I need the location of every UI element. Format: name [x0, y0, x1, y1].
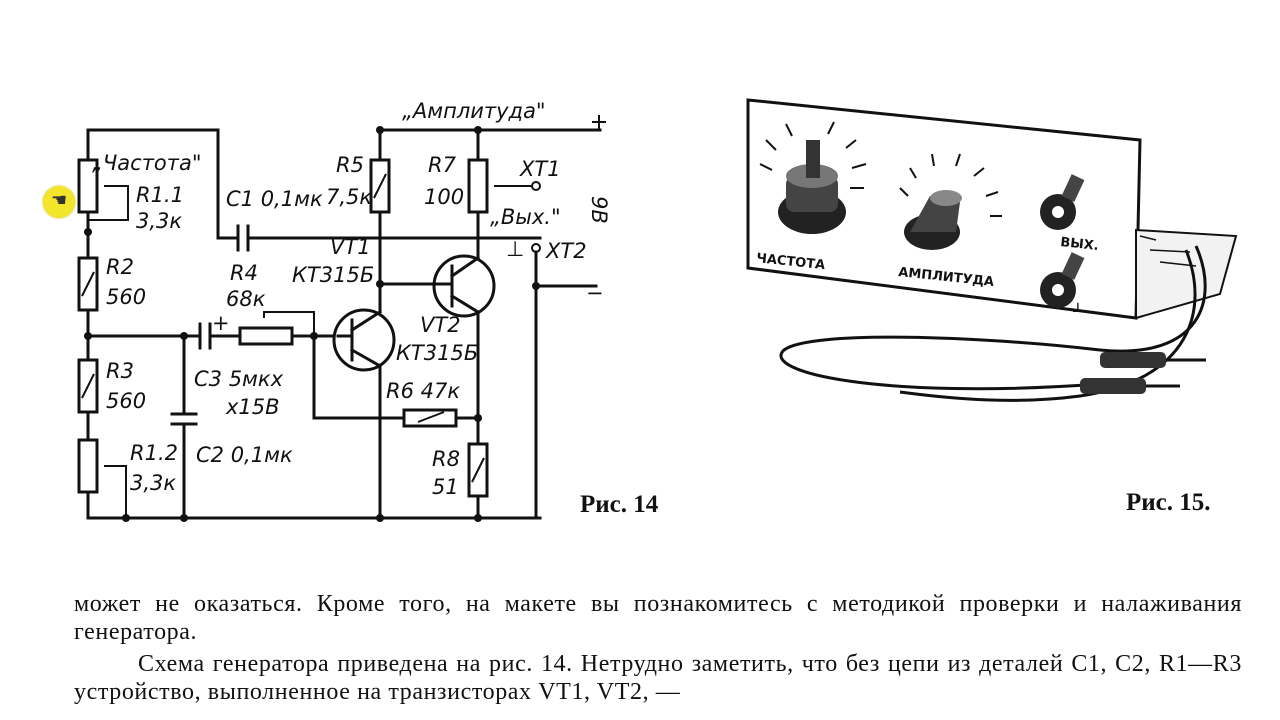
label-ground: ⊥ [506, 237, 524, 261]
label-amplitude: „Амплитуда" [402, 99, 546, 123]
label-r7-name: R7 [428, 153, 457, 177]
label-c2: C2 0,1мк [196, 443, 293, 467]
label-r4-value: 68к [226, 287, 266, 311]
label-r1-1-value: 3,3к [136, 209, 182, 233]
label-r8-name: R8 [432, 447, 460, 471]
panel-label-freq: ЧАСТОТА [756, 251, 826, 273]
label-r1-1-name: R1.1 [136, 183, 184, 207]
label-xt1: XT1 [519, 157, 561, 181]
label-c3-b: х15В [225, 395, 280, 419]
label-r8-value: 51 [432, 475, 459, 499]
label-r6: R6 47к [386, 379, 460, 403]
frequency-knob [778, 140, 846, 234]
label-out: „Вых." [490, 205, 561, 229]
figure-14-schematic: „Частота" R1.1 3,3к C1 0,1мк R2 560 R3 5… [77, 99, 659, 522]
label-c3-plus: + [212, 311, 230, 335]
probe-plug-top [1100, 352, 1206, 368]
panel-label-ground: ⊥ [1072, 301, 1084, 316]
body-paragraph-2: Схема генератора приведена на рис. 14. Н… [74, 651, 1242, 705]
r7-resistor [467, 158, 489, 214]
label-xt2: XT2 [545, 239, 587, 263]
label-freq: „Частота" [92, 151, 202, 175]
label-r5-name: R5 [336, 153, 364, 177]
vt2-transistor [432, 254, 496, 318]
label-c3-a: C3 5мкх [194, 367, 284, 391]
label-minus: − [586, 281, 604, 305]
label-voltage: 9В [587, 196, 611, 224]
label-r3-name: R3 [106, 359, 134, 383]
label-vt1-type: КТ315Б [292, 263, 374, 287]
label-vt1-name: VT1 [330, 235, 371, 259]
panel-label-out: ВЫХ. [1060, 235, 1100, 254]
figure-15-caption: Рис. 15. [1126, 489, 1211, 516]
r4-resistor [238, 326, 294, 346]
label-r3-value: 560 [106, 389, 146, 413]
r1-2-resistor [77, 438, 99, 494]
label-r5-value: 7,5к [326, 185, 372, 209]
figure-15-device-drawing: ЧАСТОТА АМПЛИТУДА ВЫХ. ⊥ Рис. 15. [746, 98, 1238, 516]
vt1-transistor [332, 308, 396, 372]
label-r7-value: 100 [424, 185, 464, 209]
body-paragraph-1: может не оказаться. Кроме того, на макет… [74, 591, 1242, 645]
label-c1: C1 0,1мк [226, 187, 323, 211]
ground-terminal [1040, 252, 1085, 308]
label-r2-value: 560 [106, 285, 146, 309]
cursor-highlight: ☚ [43, 186, 75, 218]
label-r2-name: R2 [106, 255, 134, 279]
label-vt2-type: КТ315Б [396, 341, 478, 365]
label-vt2-name: VT2 [420, 313, 461, 337]
label-r1-2-value: 3,3к [130, 471, 176, 495]
hand-cursor-icon: ☚ [51, 190, 68, 210]
output-terminal [1040, 174, 1085, 230]
label-r4-name: R4 [230, 261, 258, 285]
amplitude-knob [904, 190, 962, 250]
probe-plug-bottom [1080, 378, 1180, 394]
figure-14-caption: Рис. 14 [580, 491, 659, 518]
label-r1-2-name: R1.2 [130, 441, 178, 465]
